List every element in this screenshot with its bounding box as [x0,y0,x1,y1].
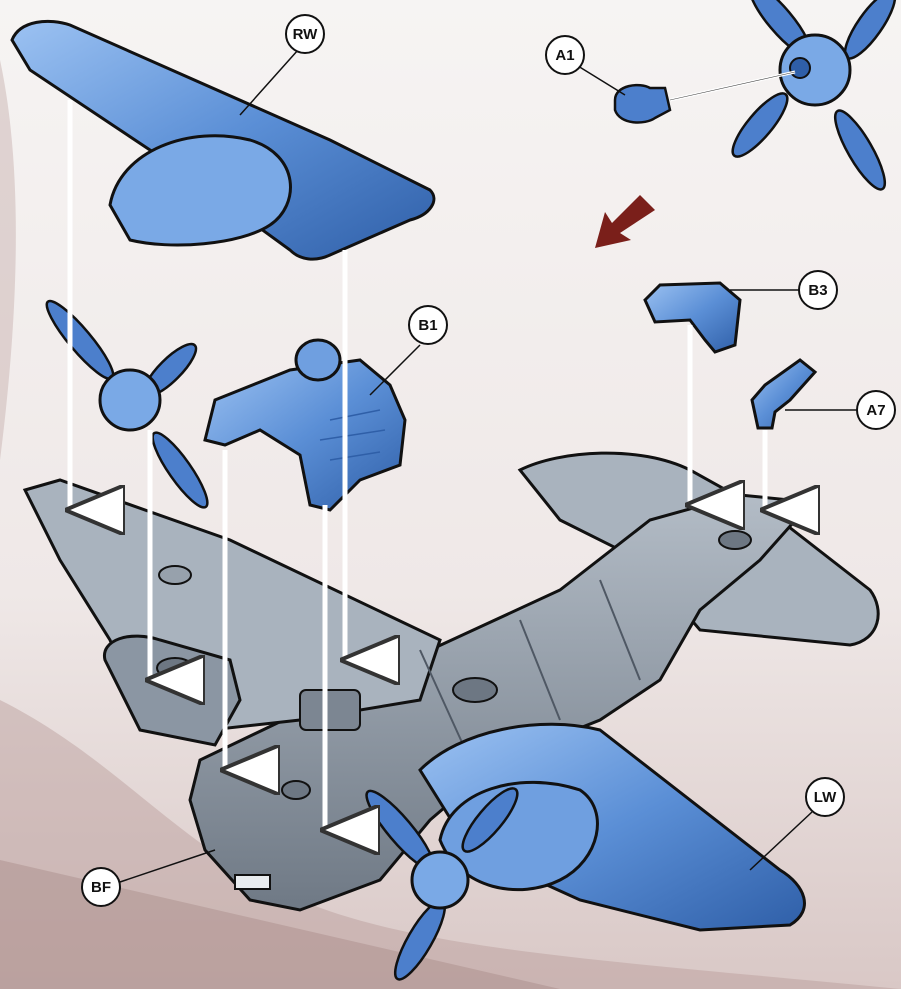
callout-label: A7 [866,402,885,419]
leader-a1 [577,65,626,96]
fuselage-socket [299,689,361,731]
propeller-blade [731,92,789,158]
part-a1 [613,70,796,124]
part-rw [10,19,436,261]
fuselage-peg [158,565,192,585]
propeller-blade [833,109,887,191]
propeller-hub-hole [789,57,811,79]
callout-label: B3 [808,282,827,299]
callout-label: A1 [555,47,574,64]
assembly-arrows [70,100,765,830]
callout-b1: B1 [408,305,448,345]
fuselage-peg [281,780,311,800]
callout-circle [805,777,845,817]
background-stain-left [0,60,16,460]
callout-leaders [119,49,858,883]
fuselage-peg [718,530,752,550]
callout-circle [81,867,121,907]
loose-propeller [45,299,209,509]
callout-a1: A1 [545,35,585,75]
part-lw [365,722,806,981]
callout-rw: RW [285,14,325,54]
callout-circle [545,35,585,75]
propeller-spinner [410,850,470,910]
propeller-blade [461,787,519,853]
background-stain [0,700,901,989]
b1-panel-lines [319,409,386,461]
part-a7 [750,358,818,430]
b1-headrest [294,338,342,382]
b3-body [643,281,742,354]
arrow-down-left-icon [595,195,655,248]
part-b3 [643,281,742,354]
callout-a7: A7 [856,390,896,430]
top-propeller [731,0,897,191]
a7-body [750,358,818,430]
a1-pin [613,83,672,124]
left-wing-propeller [365,787,519,981]
callout-circle [798,270,838,310]
callout-b3: B3 [798,270,838,310]
callout-circle [856,390,896,430]
right-wing-engine-cowl [108,134,292,247]
leader-bf [119,849,216,883]
callout-label: BF [91,879,111,896]
callout-lw: LW [805,777,845,817]
left-wing-engine-cowl [438,780,599,892]
leader-rw [239,49,299,116]
a1-guide-line-outline [669,71,796,101]
fuselage-peg [452,677,498,703]
leader-b1 [369,344,421,396]
propeller-spinner [778,33,852,107]
callout-label: LW [814,789,837,806]
part-b1 [203,338,407,512]
fuselage-nose-slot [234,874,271,890]
callout-circle [408,305,448,345]
callout-label: RW [293,26,319,43]
callout-circle [285,14,325,54]
propeller-spinner [98,368,162,432]
propeller-blade [151,431,209,509]
fuselage-peg [156,657,194,679]
callout-label: B1 [418,317,437,334]
callout-bf: BF [81,867,121,907]
leader-lw [749,811,813,871]
left-wing [418,722,806,932]
